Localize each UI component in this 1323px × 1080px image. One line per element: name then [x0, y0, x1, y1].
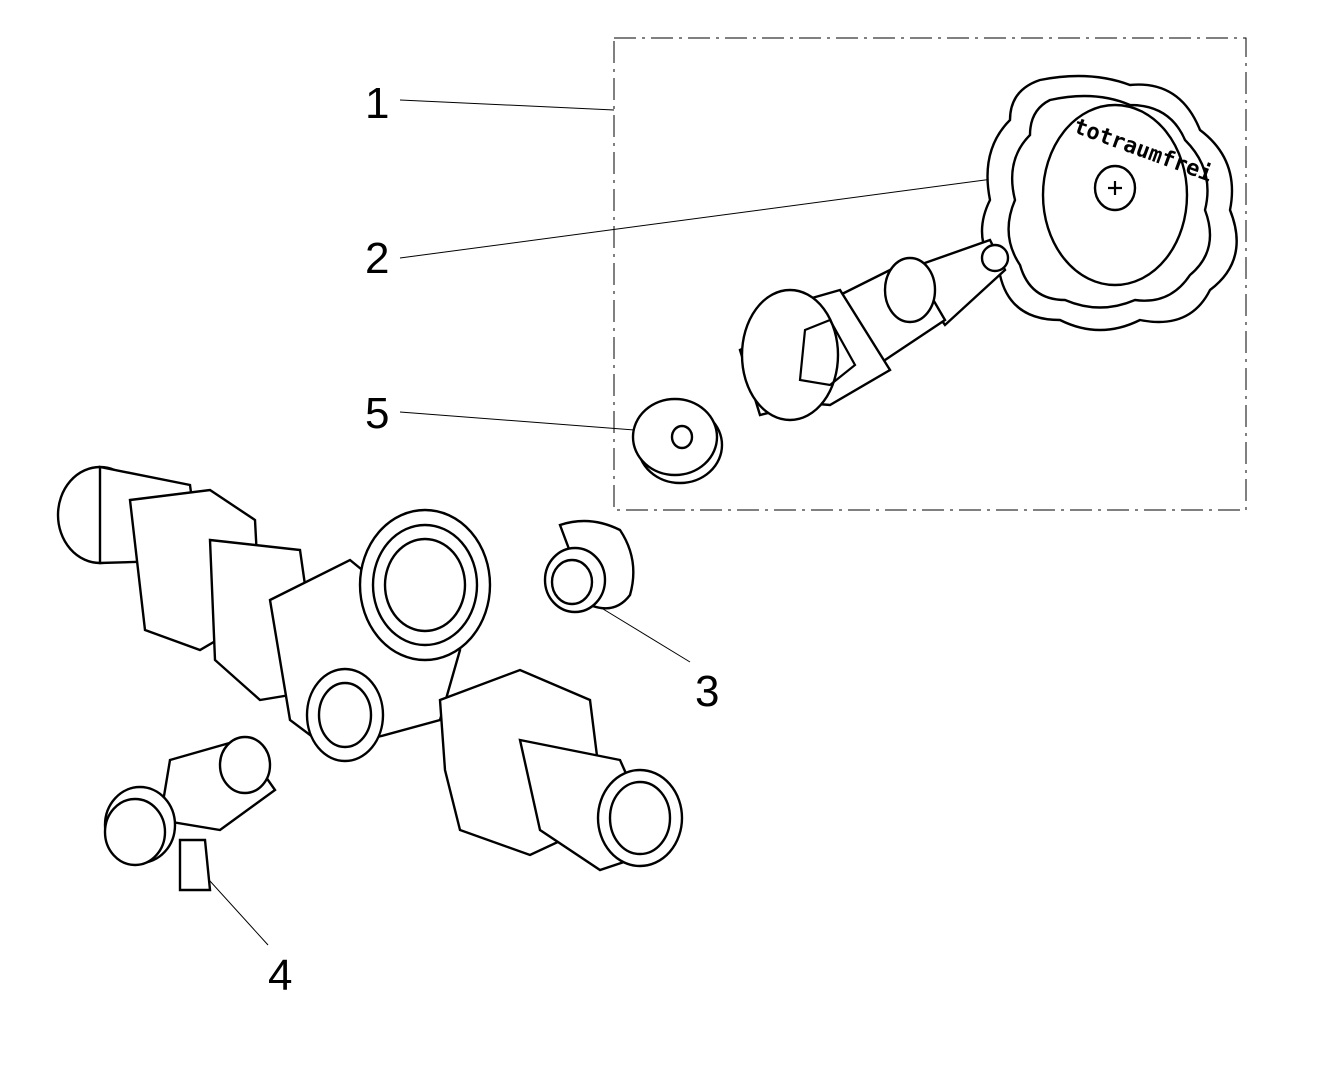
spindle-bonnet: [738, 238, 1010, 422]
valve-body: [56, 465, 684, 872]
callout-5: 5: [365, 389, 389, 438]
assembly-group-box: [613, 37, 1247, 511]
callout-2: 2: [365, 234, 389, 283]
handwheel: totraumfrei: [980, 74, 1238, 332]
callout-1: 1: [365, 79, 389, 128]
callout-4: 4: [268, 951, 292, 1000]
callout-3: 3: [695, 667, 719, 716]
seal-washer: [631, 397, 724, 485]
drain-valve: [103, 735, 277, 892]
plug: [543, 519, 635, 614]
